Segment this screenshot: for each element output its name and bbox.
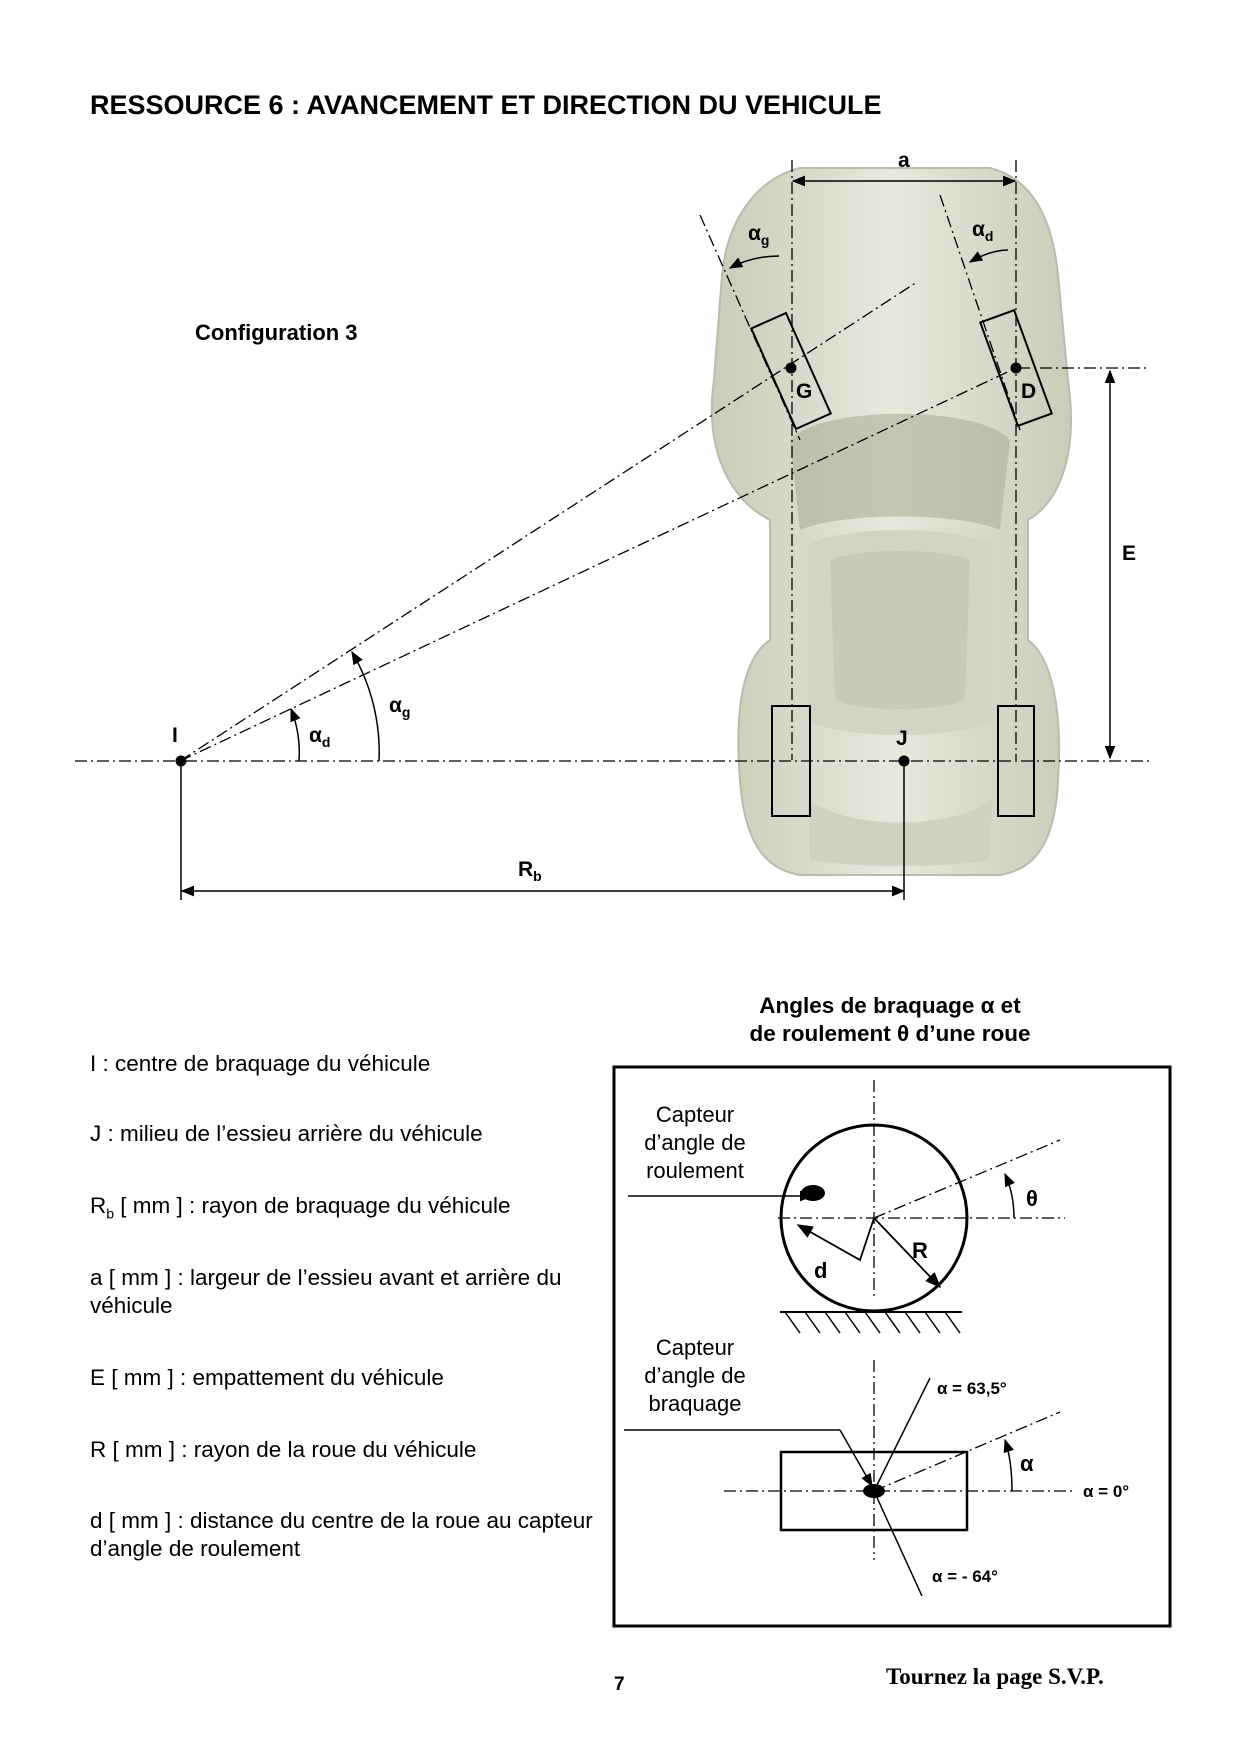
label-top-alpha-d: αd	[972, 218, 993, 244]
steering-sensor-caption: Capteur d’angle de braquage	[644, 1335, 746, 1416]
wheels	[749, 308, 1054, 817]
label-D: D	[1021, 380, 1036, 403]
alpha-min-label: α = - 64°	[932, 1567, 998, 1586]
point-J	[898, 755, 910, 767]
wheel-angles-box: θ R d α α = 63,5° α = 0° α = - 64°	[612, 1065, 1172, 1628]
rolling-sensor-caption: Capteur d’angle de roulement	[644, 1102, 746, 1183]
rear-left-wheel	[771, 705, 811, 817]
point-D	[1010, 362, 1022, 374]
definition-J: J : milieu de l’essieu arrière du véhicu…	[90, 1121, 483, 1146]
theta-label: θ	[1026, 1186, 1038, 1211]
definition-a: a [ mm ] : largeur de l’essieu avant et …	[90, 1265, 562, 1318]
definition-Rb: Rb [ mm ] : rayon de braquage du véhicul…	[90, 1193, 511, 1222]
definition-I: I : centre de braquage du véhicule	[90, 1051, 431, 1076]
angle-arc-top-ag	[728, 255, 780, 269]
angle-arc-ag	[351, 650, 380, 762]
configuration-label: Configuration 3	[195, 320, 358, 345]
alpha-limit-labels: α = 63,5° α = 0° α = - 64°	[932, 1379, 1129, 1586]
dimension-lines	[180, 175, 1116, 900]
definition-E: E [ mm ] : empattement du véhicule	[90, 1365, 444, 1390]
alpha-max-label: α = 63,5°	[937, 1379, 1007, 1398]
label-a: a	[898, 149, 910, 172]
label-G: G	[796, 380, 812, 403]
car-silhouette	[710, 167, 1072, 876]
label-Rb: Rb	[518, 858, 542, 884]
label-J: J	[896, 727, 908, 750]
wheel-angle-labels: θ R d α	[814, 1186, 1038, 1476]
angle-arc-top-ad	[968, 249, 1009, 263]
alpha-zero-label: α = 0°	[1083, 1482, 1129, 1501]
definition-d: d [ mm ] : distance du centre de la roue…	[90, 1508, 593, 1561]
angle-arc-ad	[290, 707, 301, 762]
definition-R: R [ mm ] : rayon de la roue du véhicule	[90, 1437, 477, 1462]
points	[175, 362, 1022, 767]
d-label: d	[814, 1258, 827, 1283]
rear-right-wheel	[997, 705, 1035, 817]
label-top-alpha-g: αg	[748, 222, 769, 248]
alpha-label: α	[1020, 1451, 1034, 1476]
page-number: 7	[614, 1674, 625, 1695]
left-wheel-radius-line	[179, 281, 918, 762]
diagram-labels: a E I J G D Rb αg αd αg αd	[172, 149, 1136, 884]
right-wheel-axis-line	[939, 194, 1021, 431]
wheel-angles-title: Angles de braquage α et de roulement θ d…	[749, 993, 1031, 1046]
footer-turn-page: Tournez la page S.V.P.	[886, 1664, 1104, 1689]
rolling-sensor-marker	[801, 1185, 825, 1201]
label-alpha-d: αd	[309, 724, 330, 750]
label-E: E	[1122, 542, 1136, 565]
front-right-wheel	[978, 308, 1054, 428]
point-G	[785, 362, 797, 374]
label-I: I	[172, 724, 178, 747]
R-label: R	[912, 1238, 928, 1263]
point-I	[175, 755, 187, 767]
label-alpha-g: αg	[389, 694, 410, 720]
steering-diagram-block	[624, 1360, 1075, 1597]
rolling-wheel-diagram	[628, 1080, 1065, 1334]
steering-sensor-marker	[863, 1484, 885, 1498]
page-title: RESSOURCE 6 : AVANCEMENT ET DIRECTION DU…	[90, 90, 882, 120]
front-left-wheel	[749, 311, 833, 431]
